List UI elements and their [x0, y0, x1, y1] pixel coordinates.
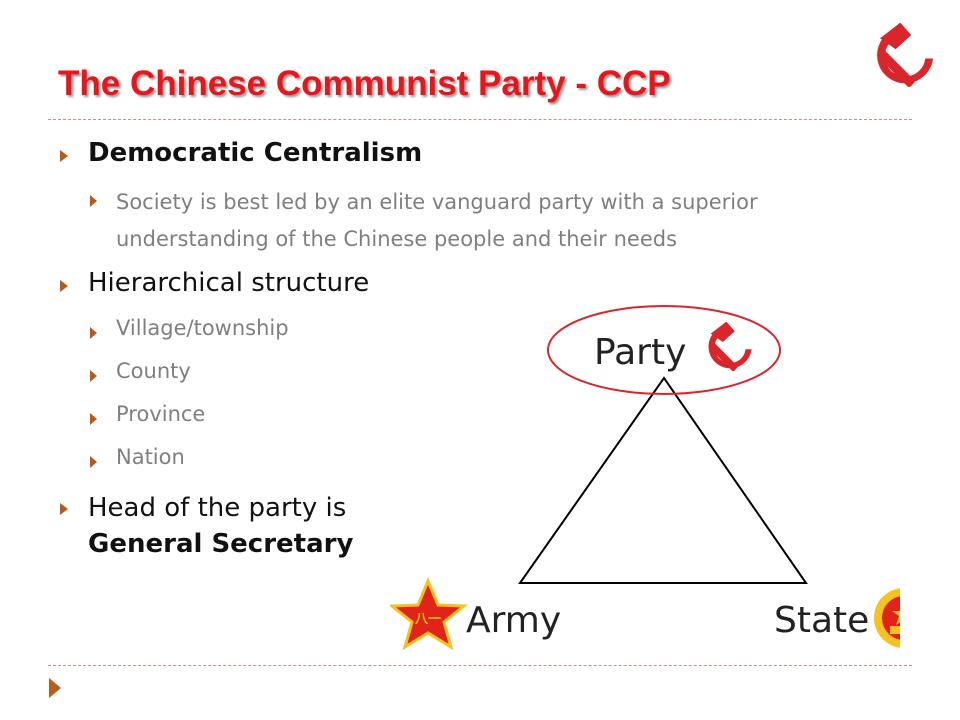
bullet-nation: Nation	[116, 445, 185, 469]
army-star-icon: 八一	[390, 577, 469, 651]
bullet-arrow-icon	[60, 150, 68, 162]
footer-divider	[48, 665, 912, 666]
bullet-head-line1: Head of the party is	[88, 493, 347, 523]
party-army-state-diagram: Party 八一 Army State	[390, 305, 900, 651]
label-state: State	[774, 600, 869, 641]
slide-title: The Chinese Communist Party - CCP	[58, 64, 671, 103]
bullet-arrow-icon	[90, 195, 97, 207]
bullet-arrow-icon	[60, 503, 68, 515]
party-highlight-ellipse	[547, 305, 781, 395]
bullet-democratic-centralism: Democratic Centralism	[88, 138, 423, 168]
bullet-head-line2: General Secretary	[88, 529, 354, 559]
bullet-arrow-icon	[90, 456, 97, 468]
bullet-county: County	[116, 359, 191, 383]
bullet-arrow-icon	[90, 413, 97, 425]
bullet-society-line1: Society is best led by an elite vanguard…	[116, 190, 758, 214]
bullet-province: Province	[116, 402, 206, 426]
label-army: Army	[466, 600, 561, 641]
bullet-society-description: Society is best led by an elite vanguard…	[116, 184, 758, 258]
bullet-arrow-icon	[90, 327, 97, 339]
bullet-hierarchical-structure: Hierarchical structure	[88, 268, 370, 298]
bullet-arrow-icon	[90, 370, 97, 382]
hammer-sickle-icon	[708, 321, 752, 372]
bullet-village-township: Village/township	[116, 316, 289, 340]
hammer-sickle-icon	[877, 22, 934, 88]
power-triangle	[518, 376, 808, 584]
bullet-head-of-party: Head of the party is General Secretary	[88, 490, 353, 562]
state-emblem-icon	[874, 588, 900, 648]
label-party: Party	[594, 332, 686, 373]
bullet-arrow-icon	[60, 280, 68, 292]
bullet-society-line2: understanding of the Chinese people and …	[116, 227, 678, 251]
army-star-text: 八一	[414, 612, 441, 627]
title-divider	[48, 119, 912, 120]
slide-end-arrow-icon	[49, 678, 61, 698]
